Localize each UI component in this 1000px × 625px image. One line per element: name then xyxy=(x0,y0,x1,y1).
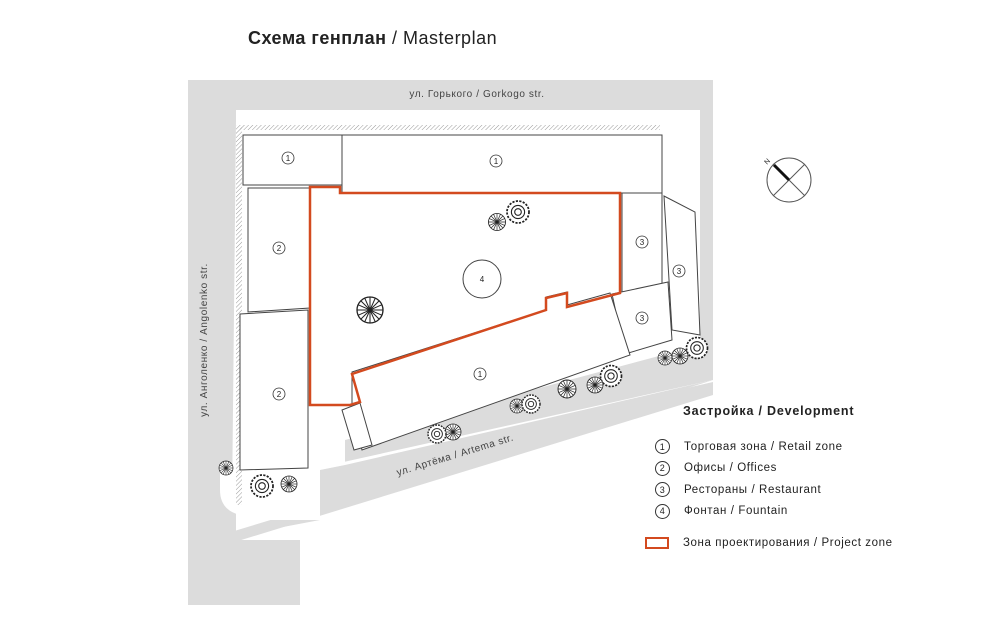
project-zone-outline xyxy=(308,185,622,407)
legend-item: 1 Торговая зона / Retail zone xyxy=(655,436,985,458)
project-zone-swatch xyxy=(645,536,669,549)
compass-n-label: N xyxy=(763,158,772,167)
legend-item-label: Рестораны / Restaurant xyxy=(684,483,822,496)
title-en: Masterplan xyxy=(403,28,498,48)
marker-building-1c: 1 xyxy=(478,370,483,379)
legend-item-number: 2 xyxy=(655,460,670,476)
street-label-gorkogo: ул. Горького / Gorkogo str. xyxy=(409,89,544,100)
legend-item-number: 4 xyxy=(655,503,670,519)
legend-item: 3 Рестораны / Restaurant xyxy=(655,479,985,501)
legend-item: 2 Офисы / Offices xyxy=(655,458,985,480)
legend-item-label: Офисы / Offices xyxy=(684,462,778,475)
legend-item-number: 1 xyxy=(655,439,670,455)
street-label-angolenko: ул. Анголенко / Angolenko str. xyxy=(199,263,210,417)
marker-building-3c: 3 xyxy=(640,314,645,323)
legend-project-zone-label: Зона проектирования / Project zone xyxy=(683,536,893,549)
title-ru: Схема генплан xyxy=(248,28,387,48)
page-title: Схема генплан / Masterplan xyxy=(248,28,497,49)
marker-building-1a: 1 xyxy=(286,154,291,163)
fountain xyxy=(462,259,502,299)
marker-building-2b: 2 xyxy=(277,390,282,399)
building-1-north xyxy=(341,134,663,194)
legend-item-number: 3 xyxy=(655,482,670,498)
marker-building-2a: 2 xyxy=(277,244,282,253)
legend-item-label: Фонтан / Fountain xyxy=(684,505,788,518)
title-separator: / xyxy=(392,28,398,48)
marker-building-1b: 1 xyxy=(494,157,499,166)
marker-building-3a: 3 xyxy=(640,238,645,247)
legend-title: Застройка / Development xyxy=(683,404,855,418)
marker-fountain: 4 xyxy=(480,275,485,284)
legend-item-label: Торговая зона / Retail zone xyxy=(684,440,843,453)
north-compass: N xyxy=(763,157,812,203)
marker-building-3b: 3 xyxy=(677,267,682,276)
legend-item: 4 Фонтан / Fountain xyxy=(655,501,985,523)
legend-project-zone: Зона проектирования / Project zone xyxy=(645,532,985,554)
building-2-southwest xyxy=(239,309,309,471)
legend: Застройка / Development 1 Торговая зона … xyxy=(645,404,985,554)
